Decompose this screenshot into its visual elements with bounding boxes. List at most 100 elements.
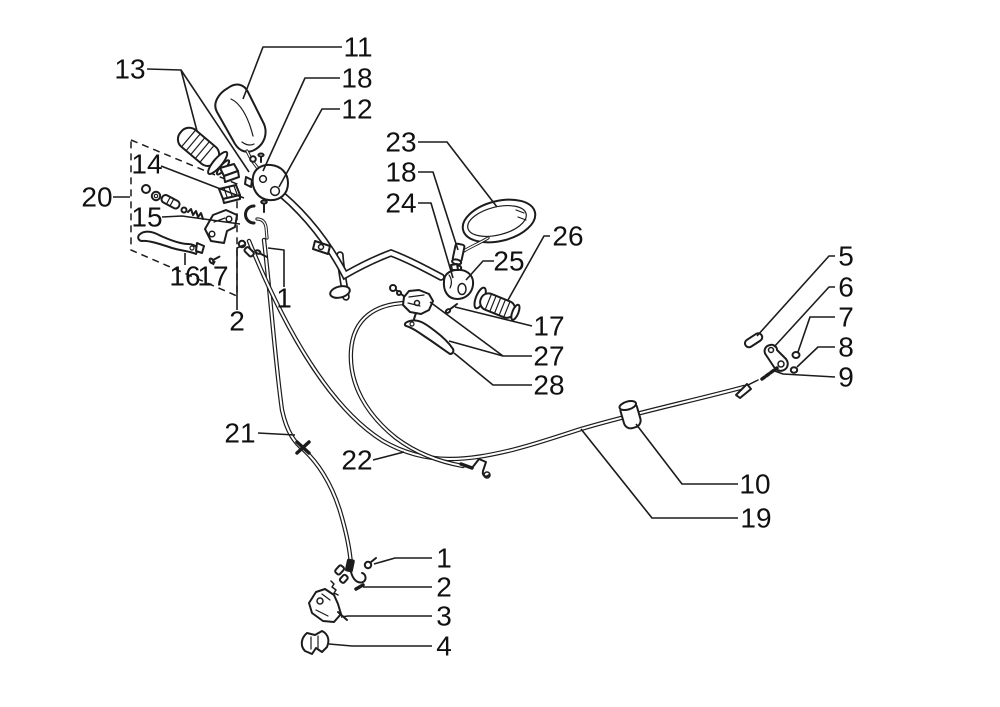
threaded-adapter-18 [451,242,466,266]
repair-kit-14 [141,184,204,220]
callout-3: 3 [340,601,452,632]
part-number-label: 17 [197,261,228,292]
grommet-10 [618,400,642,430]
screw-17-left [208,255,221,265]
callout-6: 6 [773,272,854,348]
leader-line [418,141,498,208]
cable-ferrule [459,462,474,470]
part-number-label: 3 [436,601,452,632]
left-mirror-11 [214,83,267,174]
callout-2: 2 [363,572,452,603]
callout-1: 1 [373,543,452,574]
callout-21: 21 [224,418,296,449]
part-number-label: 2 [436,572,452,603]
callout-9: 9 [771,362,854,393]
leader-line [580,428,738,519]
leader-line [773,286,835,348]
bottom-adjuster-parts [330,564,349,596]
leader-line [635,423,738,485]
threaded-rod-9 [760,366,779,381]
leader-line [771,369,836,378]
leader-line [448,340,504,357]
callout-18: 18 [385,157,459,251]
dashed-inset-box [130,138,238,298]
master-cylinder-body [204,209,238,244]
cable-end-ring [483,471,491,479]
callout-5: 5 [756,241,854,337]
leader-line [418,202,454,279]
adjuster-barrel-5 [743,332,764,349]
bracket-3 [308,588,348,623]
callout-1: 1 [267,247,292,314]
part-number-label: 15 [131,202,162,233]
throttle-grip-26 [473,286,521,321]
part-number-label: 4 [436,631,452,662]
clevis-link-6 [763,343,789,372]
cable-clamp-marks [295,440,311,455]
callout-13: 13 [114,54,250,173]
part-number-label: 23 [385,127,416,158]
callout-25: 25 [465,246,525,281]
part-number-label: 25 [493,246,524,277]
part-number-label: 10 [739,469,770,500]
leader-line [146,68,198,132]
callout-22: 22 [341,445,405,476]
part-number-label: 7 [838,302,854,333]
leader-line [796,346,835,368]
small-screw [260,199,268,213]
spring [187,208,204,220]
callout-26: 26 [507,221,584,301]
part-number-label: 26 [552,221,583,252]
brake-lever-16 [137,230,205,255]
lever-bracket-27 [402,289,434,320]
leader-line [453,352,532,386]
leader-line [328,643,432,647]
cable-sheath-arrow [735,383,752,399]
ring-7 [791,351,801,359]
left-grip-13 [176,126,231,176]
cable-elbow-fitting [255,217,269,240]
clamp-cover [244,152,289,202]
callout-2: 2 [229,244,245,337]
stem-flange [329,285,351,299]
part-number-label: 1 [276,283,292,314]
callout-12: 12 [278,94,373,188]
callout-17: 17 [454,306,565,342]
hose-guide-tab [312,240,331,255]
leader-line [465,260,494,281]
leader-line [507,235,550,301]
part-number-label: 8 [838,332,854,363]
part-number-label: 16 [169,261,200,292]
leader-line [160,165,245,199]
callout-27: 27 [429,301,565,372]
leader-line [212,260,216,266]
leader-line [267,247,285,287]
part-number-label: 13 [114,54,145,85]
part-number-label: 6 [838,272,854,303]
leader-line [242,46,342,100]
screw-1-bottom [363,557,377,570]
handlebar-tube-12 [262,179,445,281]
leader-line [340,615,432,618]
leader-line [454,306,533,327]
part-number-label: 22 [341,445,372,476]
cable-end-hook [350,571,367,584]
part-number-label: 9 [838,362,854,393]
leader-line [161,215,241,225]
leader-line [257,432,296,436]
part-number-label: 11 [343,32,372,63]
leader-line [418,171,459,251]
ball-end-fittings [237,239,268,258]
callout-19: 19 [580,428,772,534]
leader-line [236,244,245,310]
leader-line [278,108,340,188]
screw-17-right [444,303,458,314]
part-number-label: 17 [533,311,564,342]
right-mirror-23 [461,198,537,253]
leader-line [262,77,340,172]
callout-14: 14 [131,149,245,199]
clamp-pad-block [219,163,240,183]
part-number-label: 2 [229,306,245,337]
part-number-label: 12 [341,94,372,125]
